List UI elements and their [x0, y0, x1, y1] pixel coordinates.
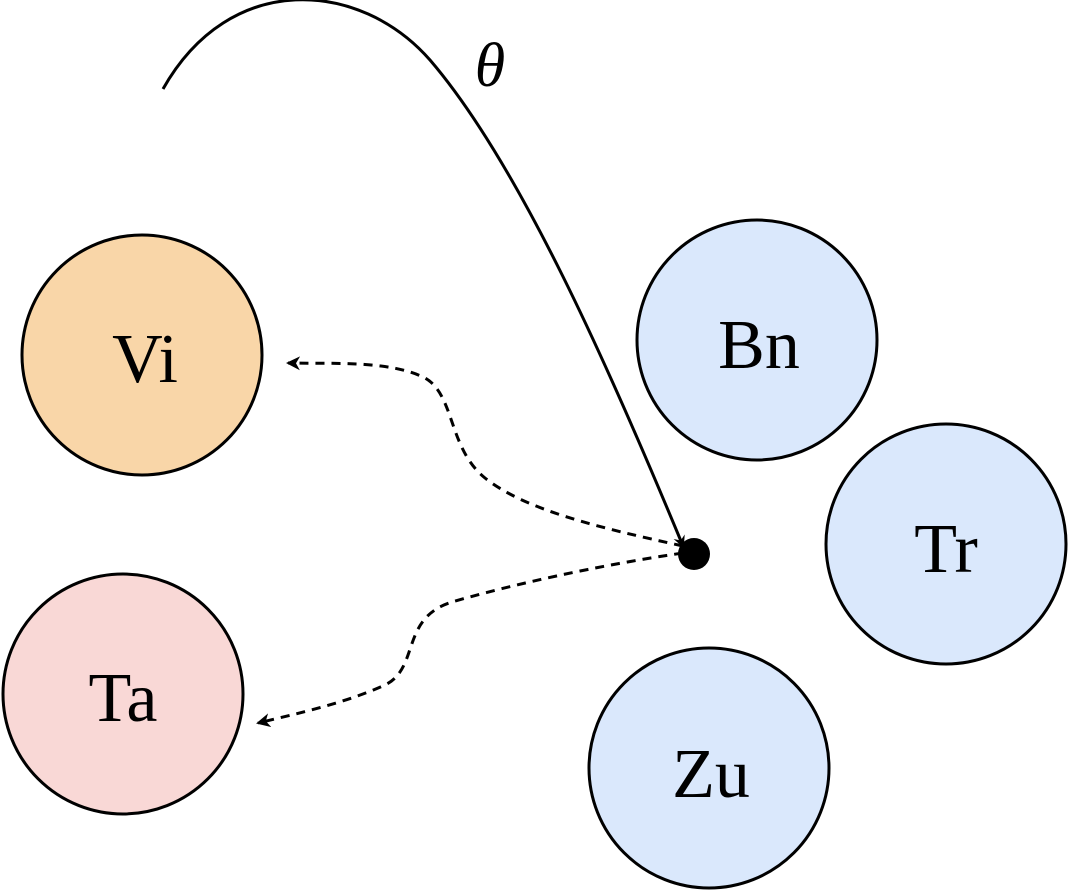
- node-ta-circle: [1, 572, 245, 816]
- node-ta-label: Ta: [89, 660, 158, 737]
- dashed-arrow-to-ta: [256, 551, 684, 728]
- node-zu-label: Zu: [672, 736, 750, 813]
- target-point: [678, 538, 710, 570]
- node-tr-circle: [824, 422, 1068, 666]
- node-ta: Ta: [1, 572, 245, 816]
- node-tr: Tr: [824, 422, 1068, 666]
- node-zu: Zu: [587, 646, 831, 890]
- node-bn-circle: [635, 218, 879, 462]
- node-vi: Vi: [20, 233, 264, 477]
- node-bn: Bn: [635, 218, 879, 462]
- node-zu-circle: [587, 646, 831, 890]
- theta-trajectory: [161, 0, 685, 548]
- theta-label: θ: [475, 32, 505, 100]
- node-vi-circle: [20, 233, 264, 477]
- node-tr-label: Tr: [914, 511, 978, 588]
- node-vi-label: Vi: [112, 321, 178, 398]
- node-bn-label: Bn: [718, 307, 800, 384]
- dashed-arrow-to-vi: [286, 356, 684, 548]
